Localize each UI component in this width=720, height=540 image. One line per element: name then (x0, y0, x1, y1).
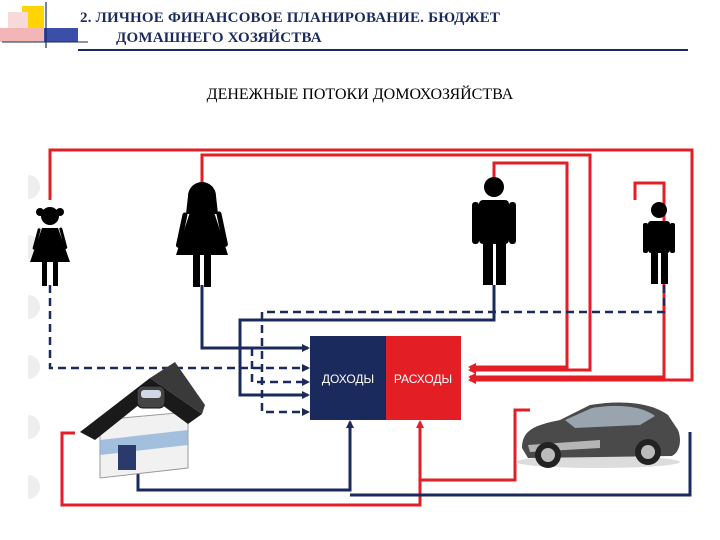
income-label: ДОХОДЫ (322, 372, 374, 386)
expense-flow-man (468, 161, 569, 371)
page-title: 2. ЛИЧНОЕ ФИНАНСОВОЕ ПЛАНИРОВАНИЕ. БЮДЖЕ… (80, 8, 500, 48)
page-title-line1: 2. ЛИЧНОЕ ФИНАНСОВОЕ ПЛАНИРОВАНИЕ. БЮДЖЕ… (80, 10, 501, 26)
man-icon (472, 177, 516, 285)
income-flow-boy (260, 285, 666, 416)
expenses-box: РАСХОДЫ (386, 336, 461, 420)
expense-flow-girl (48, 148, 694, 384)
side-decoration (28, 175, 40, 499)
car-icon (516, 402, 680, 468)
expense-flows-top (48, 148, 694, 384)
boy-icon (643, 202, 675, 284)
income-flow-girl (48, 285, 310, 372)
expense-flows-bottom (60, 408, 530, 507)
header-divider (78, 49, 688, 51)
page-title-line2: ДОМАШНЕГО ХОЗЯЙСТВА (116, 30, 322, 46)
house-icon (80, 362, 205, 479)
expense-flow-boy (468, 181, 666, 381)
expenses-label: РАСХОДЫ (394, 372, 452, 386)
expense-flow-woman (200, 153, 592, 374)
income-flow-car (350, 432, 692, 497)
corner-decoration (0, 2, 88, 48)
expense-flow-house (60, 420, 424, 507)
income-box: ДОХОДЫ (310, 336, 386, 420)
diagram-title: ДЕНЕЖНЫЕ ПОТОКИ ДОМОХОЗЯЙСТВА (206, 86, 514, 103)
income-flow-woman (200, 285, 310, 352)
income-flow-transfer (250, 348, 310, 386)
expense-flow-car (420, 408, 530, 482)
income-flows-dashed (48, 285, 666, 416)
girl-icon (30, 207, 70, 286)
woman-icon (175, 182, 228, 287)
